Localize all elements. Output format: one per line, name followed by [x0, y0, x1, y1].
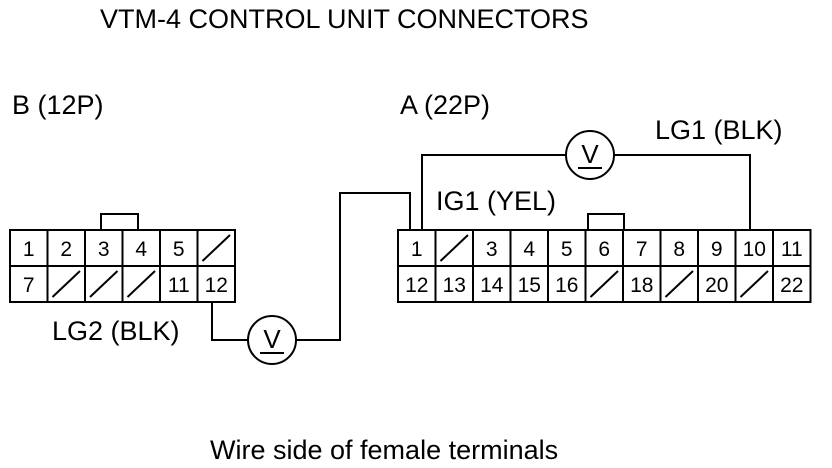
connector-a-empty-cavity-slash [739, 270, 769, 298]
connector-a-pin-1: 1 [411, 238, 423, 261]
connector-a-pin-4: 4 [523, 238, 535, 261]
wire-to-a-pin1 [296, 192, 411, 341]
voltmeter-symbol-1: V [263, 324, 281, 354]
connector-a-pin-18: 18 [630, 274, 653, 297]
connector-a-pin-9: 9 [711, 238, 723, 261]
connector-a-pin-8: 8 [673, 238, 685, 261]
voltmeter-symbol-0: V [581, 139, 599, 169]
diagram-caption: Wire side of female terminals [210, 435, 559, 465]
wire-lg1 [614, 154, 751, 230]
connector-b-pin-2: 2 [60, 238, 72, 261]
connector-b-pin-5: 5 [173, 238, 185, 261]
diagram-title: VTM-4 CONTROL UNIT CONNECTORS [100, 4, 589, 34]
connector-a-pin-3: 3 [486, 238, 498, 261]
connector-a-pin-13: 13 [443, 274, 466, 297]
connector-b-pin-11: 11 [168, 274, 190, 297]
connector-a-pin-14: 14 [480, 274, 504, 297]
connector-a-empty-cavity-slash [664, 270, 694, 298]
wire-label-lg2: LG2 (BLK) [52, 316, 180, 346]
connector-b-pin-12: 12 [205, 274, 228, 297]
connector-b-pin-7: 7 [23, 274, 35, 297]
connector-b-empty-cavity-slash [89, 270, 119, 298]
connector-a-empty-cavity-slash [439, 234, 469, 262]
wire-label-ig1: IG1 (YEL) [436, 186, 557, 216]
connector-a-pin-12: 12 [405, 274, 428, 297]
connector-a-lock-tab [587, 213, 625, 230]
connector-b-lock-tab [100, 213, 139, 230]
connector-b-pin-3: 3 [98, 238, 110, 261]
connector-a-pin-6: 6 [598, 238, 610, 261]
connector-b-empty-cavity-slash [201, 234, 231, 262]
connector-b-label: B (12P) [12, 90, 104, 120]
connector-a-label: A (22P) [400, 90, 491, 120]
connector-a-pin-20: 20 [705, 274, 728, 297]
connector-a-pin-15: 15 [518, 274, 541, 297]
connector-a-pin-16: 16 [555, 274, 578, 297]
wire-lg2 [211, 302, 248, 341]
connector-b-empty-cavity-slash [126, 270, 156, 298]
connector-a-pin-10: 10 [743, 238, 766, 261]
connector-b-pin-1: 1 [23, 238, 35, 261]
connector-a-pin-5: 5 [561, 238, 573, 261]
wire-label-lg1: LG1 (BLK) [655, 115, 783, 145]
connector-a-pin-7: 7 [636, 238, 648, 261]
connector-a-pin-22: 22 [780, 274, 803, 297]
wire-ig1 [421, 154, 566, 230]
connector-b-pin-4: 4 [135, 238, 147, 261]
connector-a-pin-11: 11 [781, 238, 803, 261]
connector-b-empty-cavity-slash [51, 270, 81, 298]
connector-a-empty-cavity-slash [589, 270, 619, 298]
